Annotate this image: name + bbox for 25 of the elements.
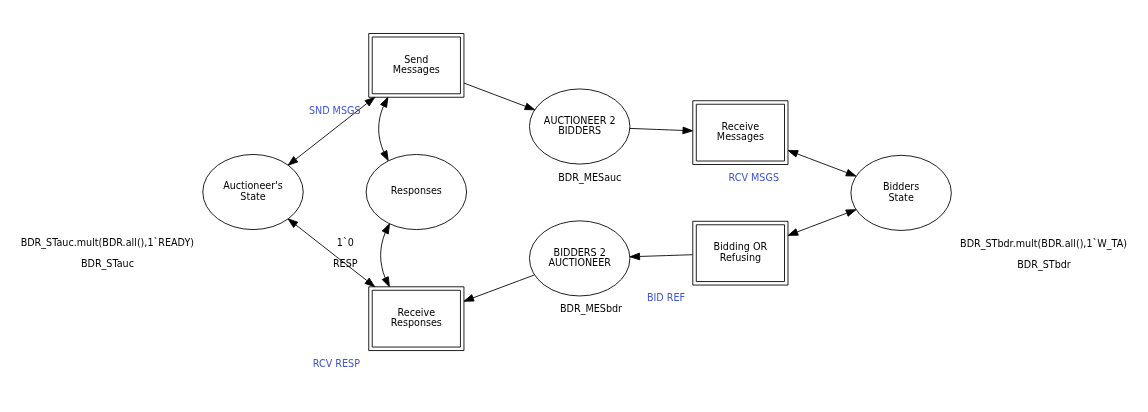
node-label: SND MSGS <box>308 104 361 116</box>
arrow <box>287 96 376 166</box>
arrow <box>629 252 693 261</box>
node-label: BDR_STauc.mult(BDR.all(),1`READY) <box>20 237 195 248</box>
arrow <box>463 274 535 302</box>
node-label: BDR_STbdr.mult(BDR.all(),1`W_TA) <box>960 237 1128 249</box>
node-ellipse: AUCTIONEER 2 BIDDERS <box>529 88 631 165</box>
node-label: RCV RESP <box>312 357 360 369</box>
node-ellipse: BIDDERS 2 AUCTIONEER <box>529 220 631 297</box>
node-label: RCV MSGS <box>728 171 779 183</box>
arrow <box>629 126 693 135</box>
node-ellipse: Bidders State <box>850 154 952 231</box>
node-label: BDR_MESauc <box>558 171 622 183</box>
arrow <box>787 149 857 177</box>
node-label: 1`0 <box>336 237 354 248</box>
arrow <box>287 218 376 288</box>
arrow <box>463 82 536 111</box>
node-label: BDR_STauc <box>80 257 134 269</box>
node-ellipse: Responses <box>365 154 467 230</box>
node-label: BDR_MESbdr <box>560 303 623 315</box>
arrow <box>380 223 390 288</box>
node-label: BID REF <box>646 292 686 304</box>
arrow <box>378 96 389 162</box>
arrow <box>787 209 857 236</box>
node-label: BDR_STbdr <box>1017 258 1071 270</box>
